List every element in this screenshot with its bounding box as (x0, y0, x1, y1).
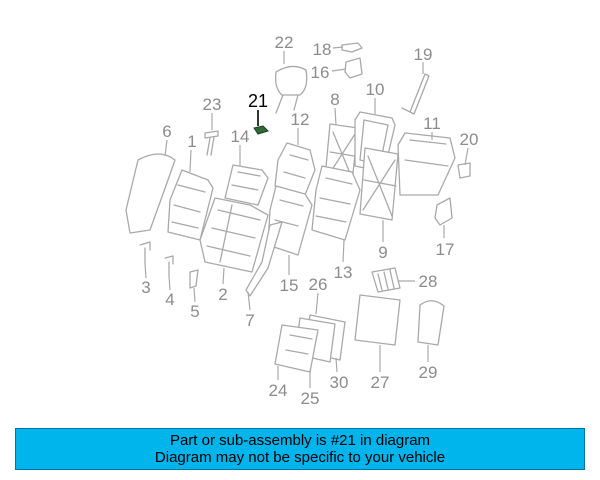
label-13: 13 (334, 263, 353, 282)
part-7-trim-strip (245, 221, 283, 297)
part-23-pin (204, 130, 219, 156)
part-11-rear-panel (397, 132, 456, 196)
label-14: 14 (231, 127, 250, 146)
part-25-board (274, 324, 319, 373)
info-banner: Part or sub-assembly is #21 in diagram D… (15, 428, 585, 470)
part-18-clip (341, 42, 363, 53)
part-4-hook (164, 255, 174, 277)
part-13-back-pad (311, 165, 361, 241)
banner-line-2: Diagram may not be specific to your vehi… (154, 449, 446, 466)
part-headrest (274, 65, 308, 114)
label-30: 30 (330, 373, 349, 392)
label-4: 4 (165, 290, 174, 309)
label-25: 24 (269, 381, 288, 400)
label-12: 12 (291, 110, 310, 129)
leader-lines (144, 46, 469, 388)
part-24-pad (417, 300, 445, 346)
label-24: 29 (419, 363, 438, 382)
label-18: 18 (313, 40, 332, 59)
part-28-cover (354, 294, 401, 346)
label-7: 7 (245, 311, 254, 330)
part-16-bracket (344, 57, 363, 79)
part-5-clip (189, 269, 199, 289)
label-26: 25 (301, 389, 320, 408)
label-2: 2 (218, 285, 227, 304)
label-19: 19 (414, 45, 433, 64)
label-3: 3 (141, 278, 150, 297)
label-1: 1 (187, 132, 196, 151)
part-labels: 22 18 16 19 23 21 6 1 14 12 8 10 11 20 1… (141, 33, 478, 408)
label-9: 9 (378, 243, 387, 262)
label-21-highlighted: 21 (248, 91, 268, 111)
banner-line-1: Part or sub-assembly is #21 in diagram (169, 432, 431, 449)
label-5: 5 (190, 302, 199, 321)
part-3-hook (139, 241, 151, 265)
label-16: 16 (311, 63, 330, 82)
label-10: 10 (366, 80, 385, 99)
label-28: 27 (371, 373, 390, 392)
part-6-side-cover (125, 153, 176, 234)
part-17-bracket (434, 197, 453, 226)
label-27: 26 (309, 275, 328, 294)
part-15-back-cushion (267, 185, 313, 256)
label-15: 15 (280, 276, 299, 295)
label-11: 11 (423, 114, 441, 133)
label-6: 6 (162, 122, 171, 141)
label-8: 8 (330, 90, 339, 109)
label-22: 22 (275, 33, 294, 52)
label-29: 28 (419, 272, 438, 291)
label-23: 23 (203, 95, 222, 114)
parts-diagram: 22 18 16 19 23 21 6 1 14 12 8 10 11 20 1… (125, 33, 478, 408)
part-20-clip (457, 162, 471, 179)
label-17: 17 (436, 240, 455, 259)
part-21-highlighted (253, 125, 269, 135)
part-19-rail (401, 73, 430, 115)
part-2-cushion (199, 197, 269, 273)
label-20: 20 (460, 130, 479, 149)
